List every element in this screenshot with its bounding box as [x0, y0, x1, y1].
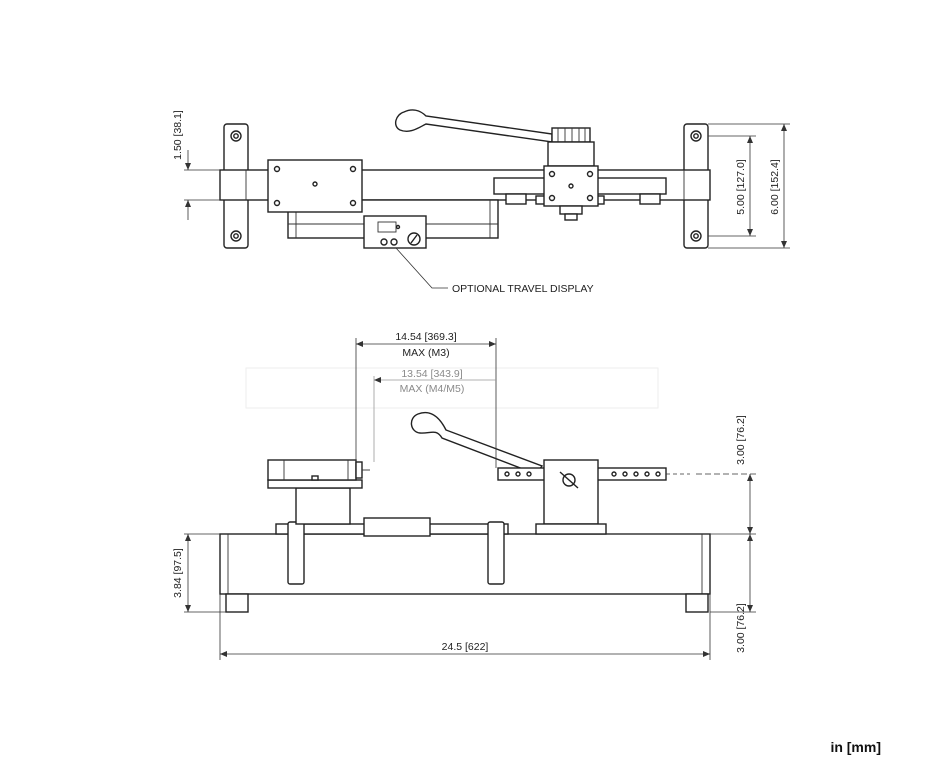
dim-height-lower: 3.00 [76.2] [735, 603, 747, 653]
dim-right-outer-label: 6.00 [152.4] [769, 159, 781, 215]
mount-hole [230, 130, 242, 142]
dim-height-upper: 3.00 [76.2] [735, 415, 747, 465]
load-plate [267, 159, 363, 213]
dim-m3-value: 14.54 [369.3] [395, 331, 456, 343]
dim-left-label: 1.50 [38.1] [172, 110, 184, 160]
dim-m4-label: MAX (M4/M5) [400, 383, 465, 395]
lever-handle-side [410, 411, 544, 475]
dim-m4-value: 13.54 [343.9] [401, 368, 462, 380]
mount-hole [233, 233, 239, 239]
side-view: 14.54 [369.3] MAX (M3) 13.54 [343.9] MAX… [172, 331, 756, 660]
rod-support-left [287, 521, 305, 585]
callout-leader [395, 247, 448, 289]
dim-base-height: 3.84 [97.5] [172, 548, 184, 598]
mount-hole [690, 230, 702, 242]
units-label: in [mm] [830, 739, 881, 755]
lever-handle [394, 109, 553, 143]
travel-display-side [363, 517, 431, 537]
rod-support-right [487, 521, 505, 585]
mount-hole [693, 133, 699, 139]
mount-hole [690, 130, 702, 142]
callout-label: OPTIONAL TRAVEL DISPLAY [452, 283, 594, 295]
dim-right-inner-label: 5.00 [127.0] [735, 159, 747, 215]
load-column [543, 459, 599, 525]
carriage-block [543, 165, 599, 207]
dim-m3-label: MAX (M3) [402, 347, 449, 359]
watermark-strip [245, 367, 659, 409]
foot-right [685, 593, 709, 613]
mount-hole [233, 133, 239, 139]
top-view: 1.50 [38.1] 5.00 [127.0] 6.00 [152.4] OP… [172, 109, 790, 295]
foot-left [225, 593, 249, 613]
dim-width: 24.5 [622] [442, 641, 489, 653]
mount-hole [693, 233, 699, 239]
mount-hole [230, 230, 242, 242]
fixture-post [295, 487, 351, 525]
